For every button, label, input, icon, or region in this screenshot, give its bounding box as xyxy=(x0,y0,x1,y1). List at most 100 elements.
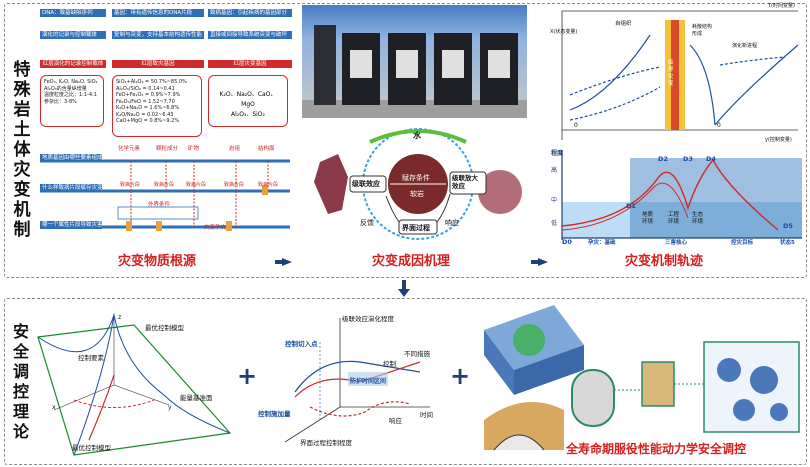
mid-label-1: 致病片段 xyxy=(120,182,141,188)
mech-bottom: 界面过程 xyxy=(402,224,430,232)
row3-b: 红层致灾基因 xyxy=(112,60,204,68)
env-eco: 生态环境 xyxy=(692,212,704,225)
mech-left: 级联效应 xyxy=(352,180,380,188)
rock-sample-left xyxy=(314,154,348,214)
mech-right: 级联放大效应 xyxy=(452,174,478,190)
control-model-diagram xyxy=(37,313,232,456)
traj-catastrophe: 临界灾变 xyxy=(668,60,674,87)
trajectory-chart xyxy=(561,10,799,140)
top-arrows xyxy=(275,258,548,297)
protect-interval: 防护时间区间 xyxy=(350,378,387,385)
top-panel xyxy=(4,3,807,278)
point-d3: D3 xyxy=(683,155,693,163)
segment-chem: 化学元素 xyxy=(118,146,141,152)
top-title: 特殊岩土体灾变机制 xyxy=(13,60,31,240)
stage-1: 孕灾：基础 xyxy=(588,240,616,246)
degree-low: 低 xyxy=(551,220,558,227)
traj-x-axis: X(状态变量) xyxy=(550,29,578,35)
mech-center-bottom: 软岩 xyxy=(410,190,424,198)
equipment-photo xyxy=(302,5,527,118)
row2-c: 直接或间接导致系统突变与破坏 xyxy=(208,31,292,39)
axis-y: y xyxy=(168,404,172,411)
ctrl-measures: 不同措施 xyxy=(404,350,430,358)
plus-1: + xyxy=(237,362,258,390)
segment-mineral: 矿物 xyxy=(188,146,200,152)
header-pathogenic: 致病基因：引起疾病的基因部分 xyxy=(208,9,292,17)
header-gene: 基因：带有遗传信息的DNA片段 xyxy=(112,9,204,17)
mid-label-4: 致病片段 xyxy=(224,182,245,188)
rock-debris-right xyxy=(478,170,522,214)
mech-feedback: 反馈 xyxy=(360,219,374,227)
mid-label-5: 致病片段 xyxy=(258,182,279,188)
model-top: 最优控制模型 xyxy=(145,324,184,332)
arrow-right-icon xyxy=(282,258,292,266)
mechanism-diagram xyxy=(314,128,522,240)
cascade-title: 级联效应演化程度 xyxy=(342,315,394,323)
segment-rock: 岩组 xyxy=(229,146,241,152)
traj-self-org: 自组织 xyxy=(615,21,632,27)
axis-x: x xyxy=(52,404,56,411)
response-label: 响应 xyxy=(389,417,402,425)
time-axis: 时间 xyxy=(420,411,433,419)
stage-3: 控灾目标 xyxy=(731,240,754,246)
mech-water: 水 xyxy=(413,131,421,140)
stage-2: 三害核心 xyxy=(665,240,688,246)
question-1: 地质基因由哪些要素组成？ xyxy=(40,154,102,162)
ctrl-label: 控制 xyxy=(383,360,396,368)
control-caption: 全寿命期服役性能动力学安全调控 xyxy=(566,442,747,456)
mid-label-3: 致病片段 xyxy=(186,182,207,188)
point-d0: D0 xyxy=(562,238,572,246)
degree-chart xyxy=(561,150,802,240)
plus-2: + xyxy=(450,362,471,390)
formula-box-2: SiO₂+Al₂O₃ = 50.7%~85.0%Al₂O₃/SiO₂ = 0.1… xyxy=(112,75,202,137)
mech-response: 响应 xyxy=(445,219,459,227)
axis-z: z xyxy=(118,314,122,321)
control-factor: 控制要素 xyxy=(78,354,104,362)
model-bottom: 最优控制模型 xyxy=(72,444,111,452)
question-2: 什么样致病片段赋存灾变？ xyxy=(40,184,102,192)
point-d5: D5 xyxy=(783,222,793,230)
bottom-panel xyxy=(4,298,807,465)
degree-mid: 中 xyxy=(551,197,558,204)
traj-new-form: 耗散结构形成 xyxy=(692,24,713,37)
mid-label-2: 致病片段 xyxy=(154,182,175,188)
trajectory-caption: 灾变机制轨迹 xyxy=(625,254,704,269)
env-eng: 工程环境 xyxy=(668,212,680,225)
question-3: 哪一个属性片段导致灾害？ xyxy=(40,221,102,229)
traj-y-axis: y(控制变量) xyxy=(765,137,792,143)
traj-t-axis: T(时间变量) xyxy=(768,3,795,9)
stage-4: 状态5 xyxy=(780,240,795,246)
arrow-down-icon xyxy=(398,289,410,297)
segment-joint: 结构面 xyxy=(258,146,275,152)
env-label: 外界条件 xyxy=(148,202,171,208)
material-caption: 灾变物质根源 xyxy=(118,254,197,269)
ctrl-load: 控制施加量 xyxy=(258,410,291,418)
ctrl-entry: 控制切入点 xyxy=(285,340,318,348)
simulation-illustration xyxy=(484,305,800,451)
point-d1: D1 xyxy=(626,202,636,210)
mech-center-top: 赋存条件 xyxy=(402,174,430,182)
row3-a: 红层演化的记录控制载体 xyxy=(40,60,106,68)
interface-label: 界面过程控制程度 xyxy=(300,439,352,447)
point-d2: D2 xyxy=(658,155,668,163)
cascade-control-chart xyxy=(284,318,430,443)
degree-title: 程度 xyxy=(551,150,564,157)
point-d4: D4 xyxy=(706,155,716,163)
traj-new-proc: 演化新进程 xyxy=(732,43,758,49)
segment-grain: 颗粒成分 xyxy=(156,146,179,152)
traj-zero-2: 0 xyxy=(717,122,721,129)
material-panel: DNA：致基缺陷序列 基因：带有遗传信息的DNA片段 致病基因：引起疾病的基因部… xyxy=(36,5,294,245)
mechanism-caption: 灾变成因机理 xyxy=(372,254,451,269)
header-dna: DNA：致基缺陷序列 xyxy=(40,9,106,17)
bottom-title: 安全调控理论 xyxy=(12,322,29,441)
row3-c: 红层灾变基因 xyxy=(208,60,292,68)
degree-high: 高 xyxy=(551,167,558,174)
disaster-label: 灾变孕灾 xyxy=(204,225,227,231)
row2-a: 演化的记录与控制载体 xyxy=(40,31,106,39)
traj-zero-1: 0 xyxy=(574,122,578,129)
row2-b: 复制与突变，支持基本结构遗传性能 xyxy=(112,31,204,39)
arrow-right-icon xyxy=(538,258,548,266)
energy-plane: 能量基准面 xyxy=(180,394,213,402)
